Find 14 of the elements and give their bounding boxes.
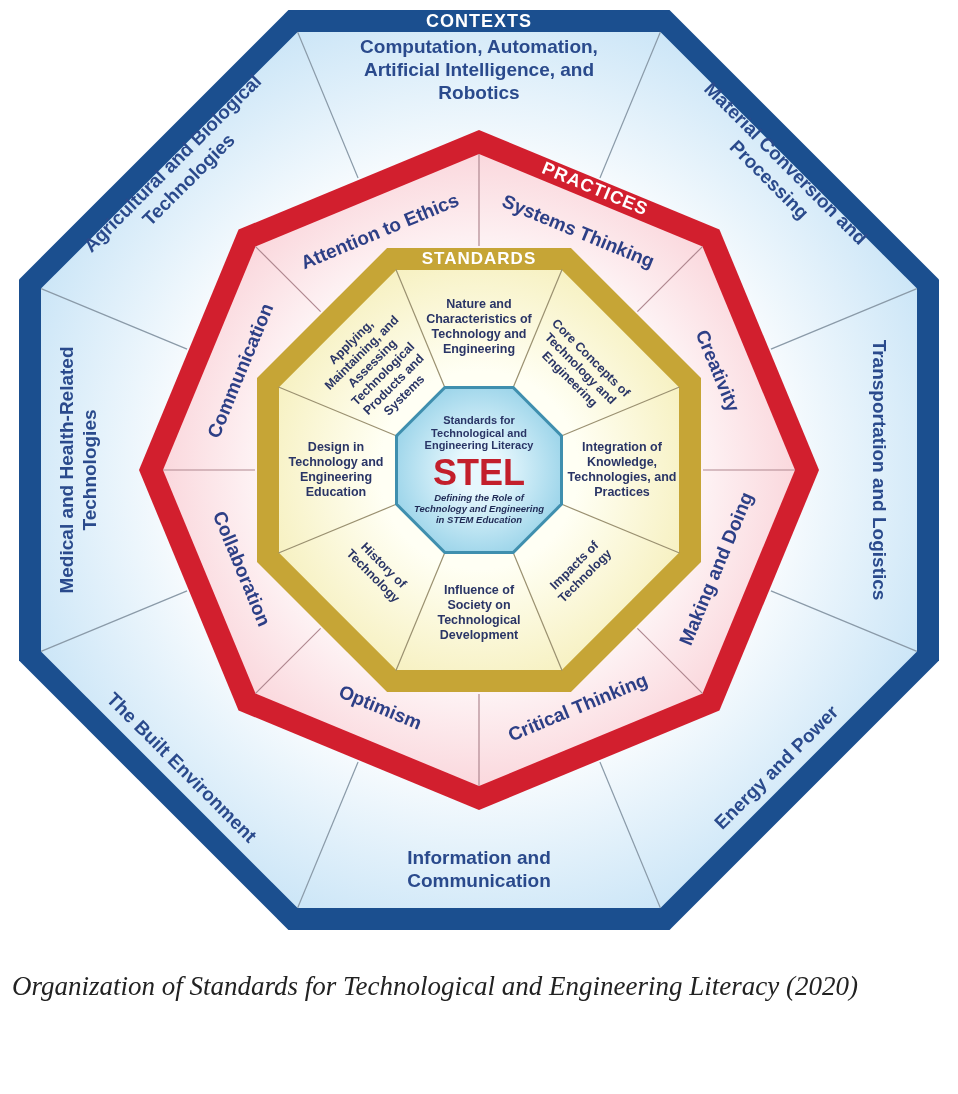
segment-label: Computation, Automation, Artificial Intelligence, and Robotics (334, 35, 624, 105)
ring-title: STANDARDS (421, 249, 537, 269)
segment-label: Integration of Knowledge, Technologies, and Practices (566, 440, 678, 500)
segment-label: Design in Technology and Engineering Education (280, 440, 392, 500)
segment-label: Transportation and Logistics (867, 339, 891, 601)
heading-text: Standards for Technological and Engineering Literacy (424, 413, 535, 452)
segment-label: Nature and Characteristics of Technology and Engineering (423, 297, 535, 357)
segment-label: Information and Communication (334, 847, 624, 893)
segment-label: Medical and Health-Related Technologies (56, 325, 102, 615)
segment-label: Influence of Society on Technological Development (423, 583, 535, 643)
caption-text: Organization of Standards for Technological and Engineering Literacy (2020) (12, 970, 859, 1003)
tagline-text: Defining the Role of Technology and Engineering in STEM Education (413, 493, 545, 527)
ring-title: CONTEXTS (426, 10, 532, 32)
acronym-text: STEL (432, 451, 526, 494)
